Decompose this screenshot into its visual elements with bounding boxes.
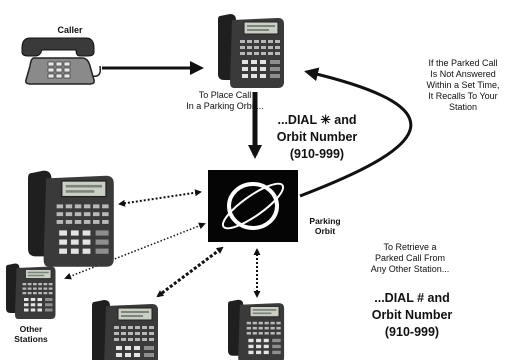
office-phone-icon [27,169,115,268]
desk-telephone-icon [21,37,102,85]
office-phone-icon [91,299,159,360]
caller-label: Caller [57,25,83,35]
office-phone-icon [217,13,285,89]
office-phone-icon [227,299,285,360]
orbit-link-bottom-phone [156,246,224,298]
other-stations-label: Other Stations [14,324,48,344]
retrieve-text: To Retrieve a Parked Call From Any Other… [370,242,450,274]
parking-orbit-icon [208,170,298,242]
parking-orbit-label: Parking Orbit [309,216,341,236]
recall-arrow [299,67,413,198]
place-call-text: To Place Call In a Parking Orbit... [186,90,264,111]
dial-retrieve-instruction: ...DIAL # and Orbit Number (910-999) [371,291,453,339]
office-phone-icon [5,263,56,320]
orbit-link-left-phone [118,189,202,207]
orbit-link-other-stations [64,222,206,280]
dial-place-instruction: ...DIAL ✳ and Orbit Number (910-999) [276,113,358,161]
recall-text: If the Parked Call Is Not Answered Withi… [426,58,500,112]
